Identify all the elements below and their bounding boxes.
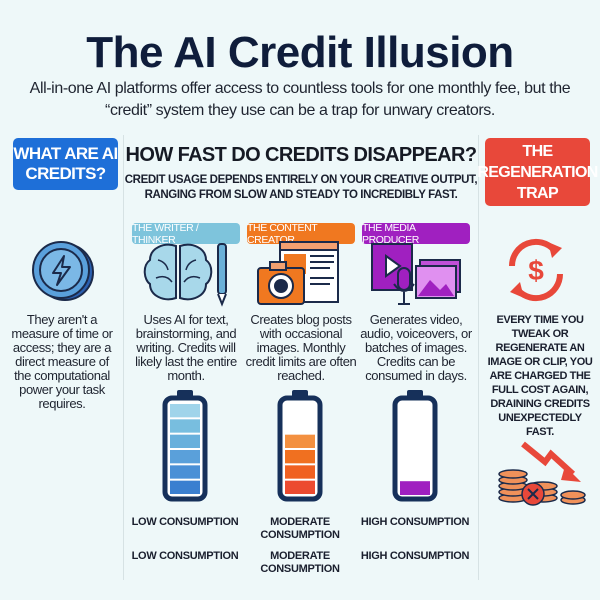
camera-blog-icon: [257, 241, 339, 305]
producer-pill: THE MEDIA PRODUCER: [362, 222, 470, 246]
section-heading: HOW FAST DO CREDITS DISAPPEAR?: [125, 144, 478, 166]
writer-pill: THE WRITER / THINKER: [132, 222, 240, 246]
battery-high-consumption: [392, 390, 438, 502]
battery-segment: [170, 465, 200, 479]
consumption-label: HIGH CONSUMPTION: [360, 516, 470, 528]
dollar-refresh-icon: $: [508, 238, 564, 302]
battery-moderate-consumption: [277, 390, 323, 502]
battery-segment: [170, 404, 200, 418]
creator-description: Creates blog posts with occasional image…: [245, 312, 357, 383]
consumption-label: LOW CONSUMPTION: [131, 516, 239, 528]
writer-description: Uses AI for text, brainstorming, and wri…: [135, 312, 237, 383]
video-mic-images-icon: [371, 243, 461, 305]
what-are-credits-badge: WHAT ARE AI CREDITS?: [13, 138, 118, 190]
section-subheading: CREDIT USAGE DEPENDS ENTIRELY ON YOUR CR…: [124, 174, 478, 201]
producer-description: Generates video, audio, voiceovers, or b…: [360, 312, 472, 383]
brain-pen-icon: [143, 243, 227, 307]
falling-coins-icon: [498, 441, 586, 506]
battery-low-consumption: [162, 390, 208, 502]
battery-segment: [285, 434, 315, 448]
regeneration-trap-badge: THE REGENERATION TRAP: [477, 138, 598, 206]
consumption-label-repeat: LOW CONSUMPTION: [131, 550, 239, 562]
svg-text:$: $: [528, 255, 544, 286]
page-title: The AI Credit Illusion: [86, 28, 514, 77]
battery-segment: [170, 480, 200, 494]
credits-definition: They aren't a measure of time or access;…: [11, 312, 113, 411]
consumption-label-repeat: MODERATE CONSUMPTION: [260, 550, 340, 575]
battery-segment: [285, 465, 315, 479]
divider: [123, 135, 124, 580]
consumption-label-repeat: HIGH CONSUMPTION: [360, 550, 470, 562]
consumption-label: MODERATE CONSUMPTION: [260, 516, 340, 541]
battery-segment: [170, 419, 200, 433]
battery-segment: [285, 480, 315, 494]
battery-segment: [285, 450, 315, 464]
battery-body: [392, 395, 438, 502]
battery-segment: [170, 450, 200, 464]
regeneration-trap-text: EVERY TIME YOU TWEAK OR REGENERATE AN IM…: [487, 314, 593, 438]
battery-segment: [170, 434, 200, 448]
divider: [478, 135, 479, 580]
battery-fill: [400, 481, 430, 495]
page-subtitle: All-in-one AI platforms offer access to …: [29, 80, 571, 119]
lightning-coin-icon: [32, 241, 94, 301]
